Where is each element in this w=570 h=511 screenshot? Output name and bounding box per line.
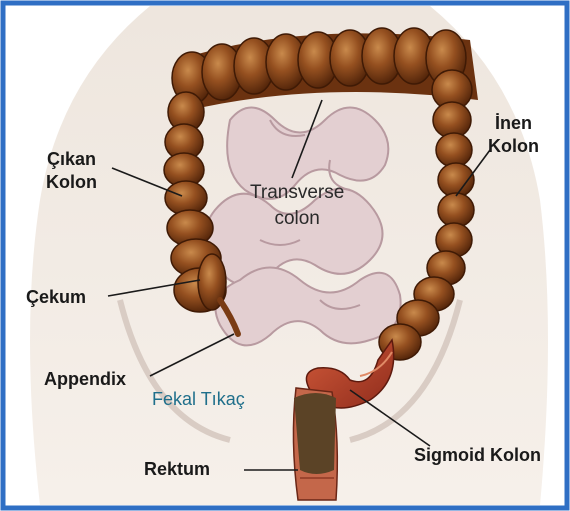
label-appendix: Appendix [44, 368, 126, 391]
label-descending-line1: İnen [488, 112, 539, 135]
label-descending-colon: İnen Kolon [488, 112, 539, 157]
label-sigmoid-colon: Sigmoid Kolon [414, 444, 541, 467]
label-descending-line2: Kolon [488, 135, 539, 158]
label-ascending-line2: Kolon [46, 171, 97, 194]
label-ascending-colon: Çıkan Kolon [46, 148, 97, 193]
label-transverse-colon: Transverse colon [250, 180, 344, 231]
label-transverse-line2: colon [250, 206, 344, 232]
fecal-plug-shape [294, 393, 336, 474]
label-transverse-line1: Transverse [250, 180, 344, 206]
label-fecal-plug: Fekal Tıkaç [152, 388, 245, 411]
label-ascending-line1: Çıkan [46, 148, 97, 171]
label-rectum: Rektum [144, 458, 210, 481]
label-cecum: Çekum [26, 286, 86, 309]
